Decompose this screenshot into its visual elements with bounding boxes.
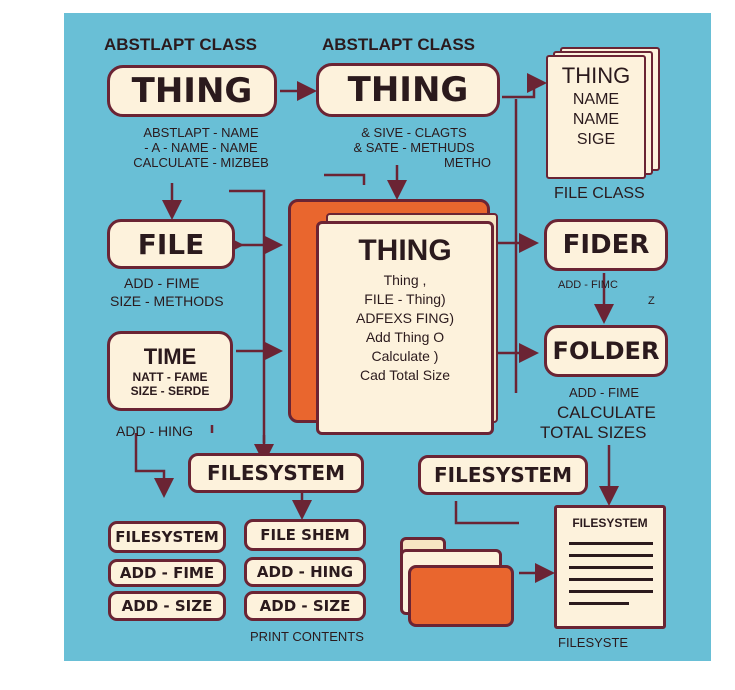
time-line: NATT - FAME	[132, 370, 208, 384]
file-card-caption: FILE CLASS	[554, 185, 645, 202]
stack-mid-item: FILE SHEM	[244, 519, 366, 551]
file-card-line: SIGE	[576, 131, 616, 148]
fider-box: FIDER	[544, 219, 668, 271]
time-note: ADD - HING	[116, 423, 193, 439]
book-line: Calculate )	[371, 348, 439, 364]
left-note-line: - A - NAME - NAME	[144, 140, 258, 155]
thing-box-left: THING	[107, 65, 277, 117]
book-line: ADFEXS FING)	[355, 310, 454, 326]
thing-box-right: THING	[316, 63, 500, 117]
book-line: Add Thing O	[365, 329, 445, 345]
filesystem-right-box: FILESYSTEM	[418, 455, 588, 495]
time-box: TIME NATT - FAME SIZE - SERDE	[107, 331, 233, 411]
fider-note: ADD - FIMC	[558, 279, 618, 291]
book-page: THING Thing , FILE - Thing) ADFEXS FING)…	[316, 221, 494, 435]
book-line: FILE - Thing)	[364, 291, 446, 307]
file-card-stack: THING NAME NAME SIGE	[546, 47, 660, 179]
filesystem-center-box: FILESYSTEM	[188, 453, 364, 493]
left-abstract-header: ABSTLAPT CLASS	[104, 35, 257, 54]
left-note-line: CALCULATE - MIZBEB	[133, 155, 269, 170]
book-line: Cad Total Size	[359, 367, 450, 383]
stack-mid-item: ADD - HING	[244, 557, 366, 587]
left-notes: ABSTLAPT - NAME - A - NAME - NAME CALCUL…	[86, 125, 316, 170]
book-title: THING	[358, 234, 452, 267]
right-note-line: & SATE - METHUDS	[353, 140, 475, 155]
time-line: SIZE - SERDE	[130, 384, 210, 398]
file-card-front: THING NAME NAME SIGE	[546, 55, 646, 179]
book-line: Thing ,	[383, 272, 427, 288]
stack-left-item: ADD - FIME	[108, 559, 226, 587]
doc-title: FILESYSTEM	[572, 516, 648, 530]
folder-note: ADD - FIME	[569, 385, 640, 400]
book-illustration: THING Thing , FILE - Thing) ADFEXS FING)…	[288, 199, 498, 435]
file-card-line: NAME	[572, 111, 620, 128]
file-card-line: NAME	[572, 91, 620, 108]
file-box: FILE	[107, 219, 235, 269]
file-card-line: THING	[561, 63, 631, 88]
folder-icon	[394, 537, 514, 627]
file-note: SIZE - METHODS	[110, 293, 224, 309]
stack-mid-item: ADD - SIZE	[244, 591, 366, 621]
diagram-canvas: ABSTLAPT CLASS ABSTLAPT CLASS THING THIN…	[64, 13, 711, 661]
doc-caption: FILESYSTE	[558, 635, 629, 650]
file-note: ADD - FIME	[124, 275, 200, 291]
filesystem-document: FILESYSTEM	[554, 505, 666, 629]
right-note-line: METHO	[444, 155, 491, 170]
stack-left-item: ADD - SIZE	[108, 591, 226, 621]
time-title: TIME	[143, 344, 197, 369]
stack-left-item: FILESYSTEM	[108, 521, 226, 553]
folder-note: TOTAL SIZES	[540, 423, 647, 442]
right-notes: & SIVE - CLAGTS & SATE - METHUDS METHO	[319, 125, 509, 170]
folder-box: FOLDER	[544, 325, 668, 377]
right-abstract-header: ABSTLAPT CLASS	[322, 35, 475, 54]
fider-note: Z	[648, 295, 655, 307]
left-note-line: ABSTLAPT - NAME	[143, 125, 259, 140]
folder-note: CALCULATE	[557, 403, 656, 422]
print-contents-caption: PRINT CONTENTS	[250, 629, 364, 644]
right-note-line: & SIVE - CLAGTS	[361, 125, 467, 140]
